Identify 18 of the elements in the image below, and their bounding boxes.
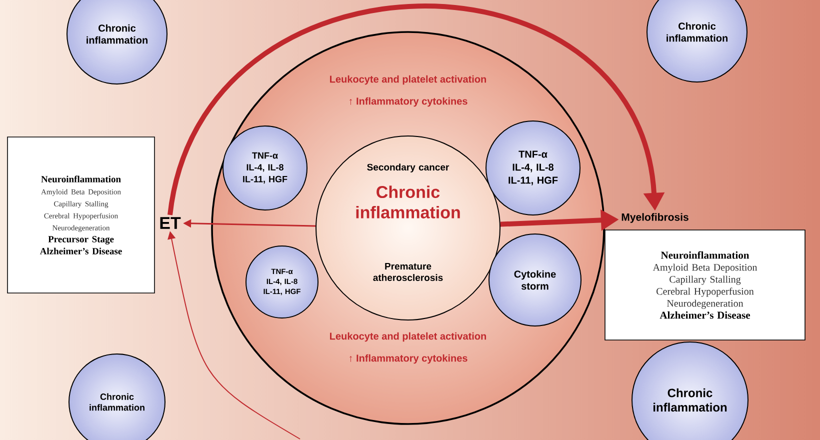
circle-label: Cytokine storm: [488, 234, 582, 326]
circle-label: Chronic inflammation: [66, 0, 168, 84]
text-box: Neuroinflammation Amyloid Beta Deposition Capillary Stalling Cerebral Hypoperfusion Neurodegeneration Alzheimer’s Disease: [604, 230, 806, 340]
circle-label: TNF-α IL-4, IL-8 IL-11, HGF: [222, 126, 308, 210]
effect-text: ↑ Inflammatory cytokines: [350, 354, 468, 364]
condition-text: Chronic inflammation: [356, 186, 460, 218]
effect-text: Leukocyte and platelet activation: [330, 75, 486, 85]
stage-label: Myelofibrosis: [622, 213, 688, 223]
arrow: [168, 4, 665, 216]
effect-text: Leukocyte and platelet activation: [330, 332, 486, 342]
circle-label: Chronic inflammation: [632, 342, 748, 440]
condition-text: Premature atherosclerosis: [373, 262, 443, 282]
effect-text: ↑ Inflammatory cytokines: [350, 97, 468, 107]
condition-text: Secondary cancer: [367, 164, 450, 172]
circle-label: Chronic inflammation: [68, 354, 166, 440]
circle-label: TNF-α IL-4, IL-8 IL-11, HGF: [486, 120, 580, 216]
circle-label: Chronic inflammation: [646, 0, 748, 82]
stage-label: ET: [160, 217, 181, 229]
